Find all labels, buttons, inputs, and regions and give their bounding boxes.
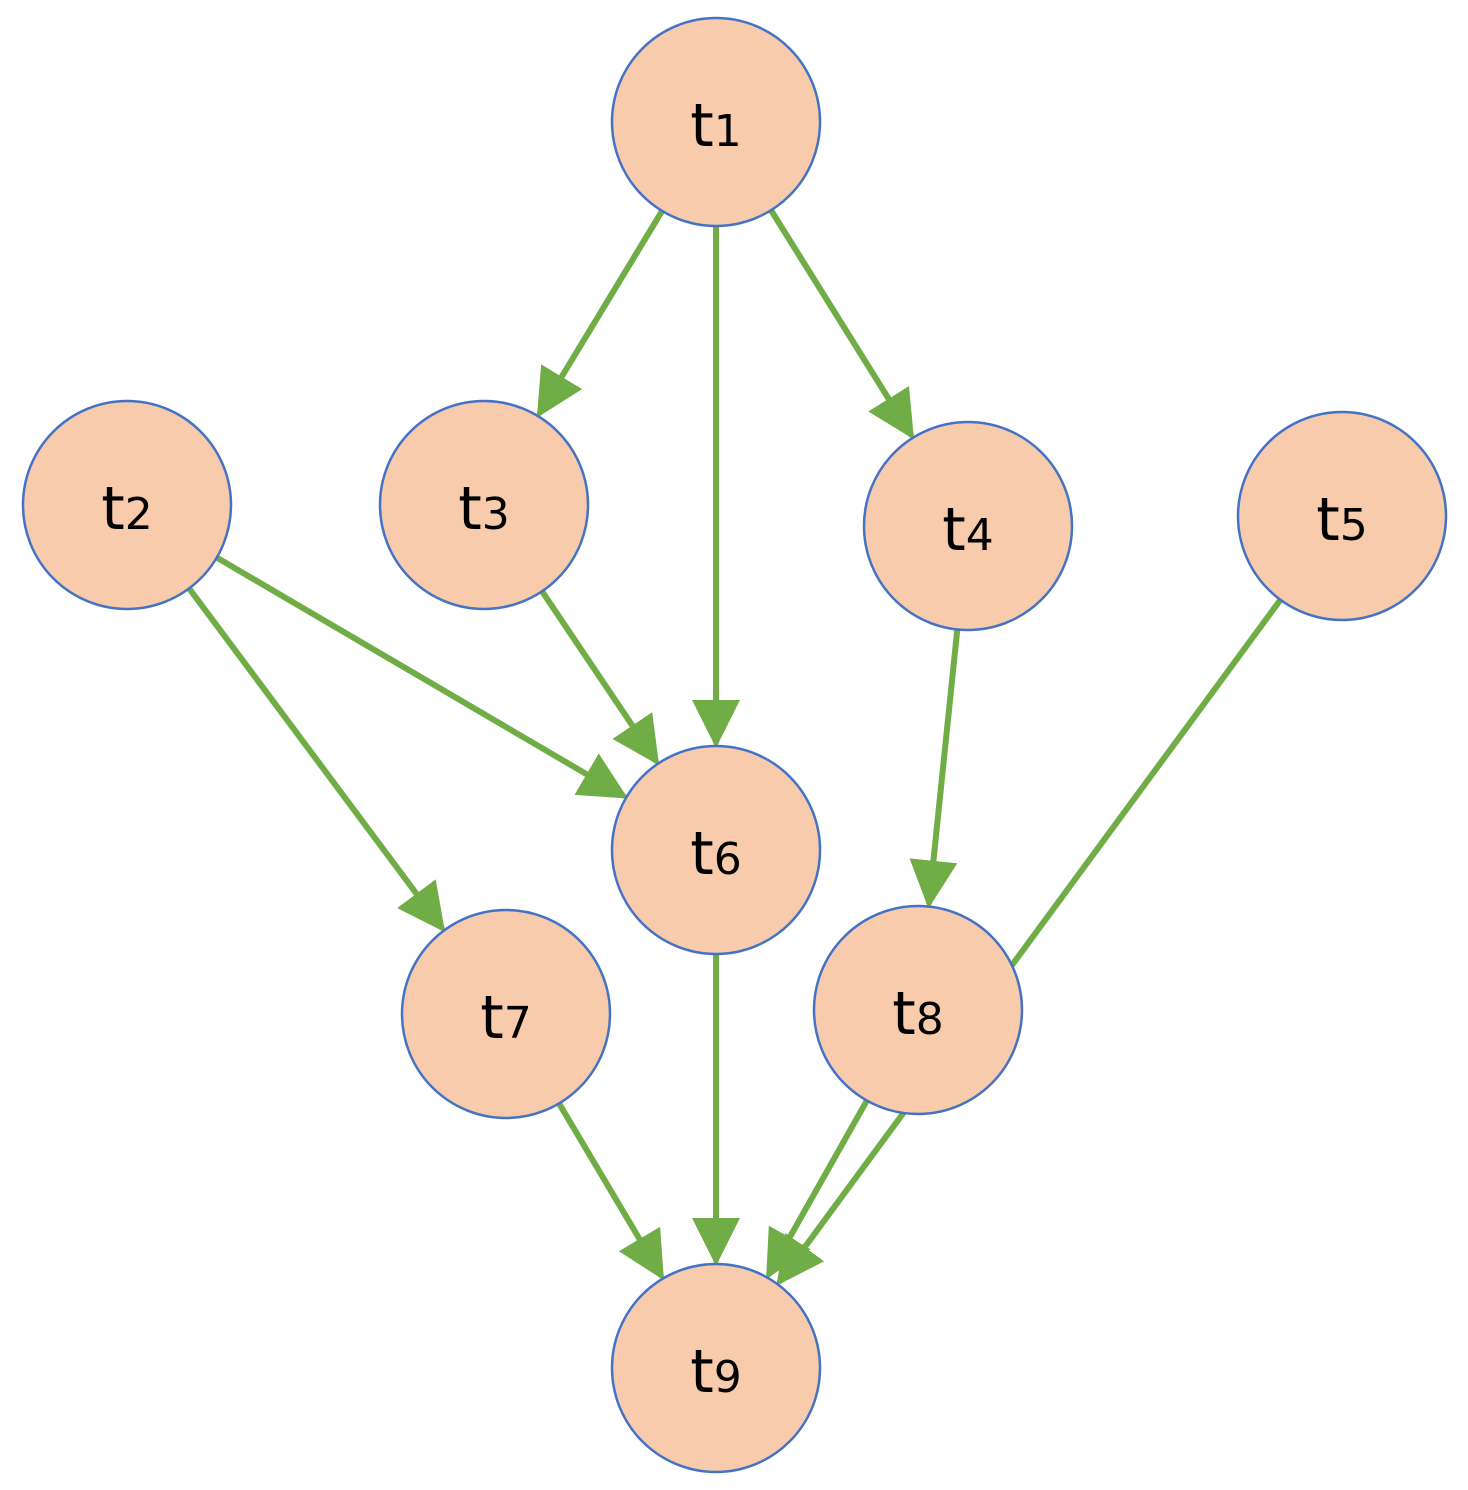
node-label-index: 1: [714, 106, 742, 157]
node-label-index: 3: [482, 489, 510, 540]
node-label-index: 6: [714, 834, 742, 885]
node-circle: [862, 420, 1074, 632]
node-circle: [812, 904, 1024, 1116]
node-label: t4: [942, 495, 994, 565]
edge-t7-to-t9: [556, 1100, 664, 1281]
node-label-letter: t: [458, 474, 482, 544]
node-t3: t3: [378, 399, 590, 611]
node-label: t8: [892, 979, 944, 1049]
edge-t4-to-t8: [909, 626, 961, 909]
node-label-index: 9: [714, 1352, 742, 1403]
node-circle: [400, 908, 612, 1120]
node-t2: t2: [21, 399, 233, 611]
node-label-letter: t: [690, 819, 714, 889]
edge-t2-to-t6: [213, 554, 628, 799]
node-label: t9: [690, 1337, 742, 1407]
node-label-index: 5: [1340, 500, 1368, 551]
node-circle: [21, 399, 233, 611]
node-t4: t4: [862, 420, 1074, 632]
node-label-letter: t: [942, 495, 966, 565]
node-label-index: 4: [966, 510, 994, 561]
node-circle: [610, 744, 822, 956]
node-label-index: 2: [125, 489, 153, 540]
edge-t1-to-t4: [768, 207, 915, 440]
node-t8: t8: [812, 904, 1024, 1116]
node-label-index: 7: [504, 998, 532, 1049]
edge-t5-to-t9: [776, 596, 1284, 1286]
node-circle: [1236, 410, 1448, 622]
node-label: t3: [458, 474, 510, 544]
edge-t1-to-t3: [536, 207, 666, 418]
node-label: t2: [101, 474, 153, 544]
node-t9: t9: [610, 1262, 822, 1474]
edges-layer: [186, 207, 1284, 1286]
node-t7: t7: [400, 908, 612, 1120]
edge-t3-to-t6: [539, 588, 660, 766]
node-label: t5: [1316, 485, 1368, 555]
node-label: t7: [480, 983, 532, 1053]
node-circle: [610, 1262, 822, 1474]
node-label-letter: t: [892, 979, 916, 1049]
node-circle: [610, 16, 822, 228]
node-label-letter: t: [480, 983, 504, 1053]
node-t6: t6: [610, 744, 822, 956]
node-t1: t1: [610, 16, 822, 228]
node-label-letter: t: [690, 91, 714, 161]
edge-t2-to-t7: [186, 585, 446, 933]
node-label-index: 8: [916, 994, 944, 1045]
node-t5: t5: [1236, 410, 1448, 622]
node-label: t1: [690, 91, 742, 161]
node-label-letter: t: [101, 474, 125, 544]
edge-t8-to-t9: [766, 1097, 870, 1280]
node-label: t6: [690, 819, 742, 889]
node-circle: [378, 399, 590, 611]
node-label-letter: t: [690, 1337, 714, 1407]
node-label-letter: t: [1316, 485, 1340, 555]
